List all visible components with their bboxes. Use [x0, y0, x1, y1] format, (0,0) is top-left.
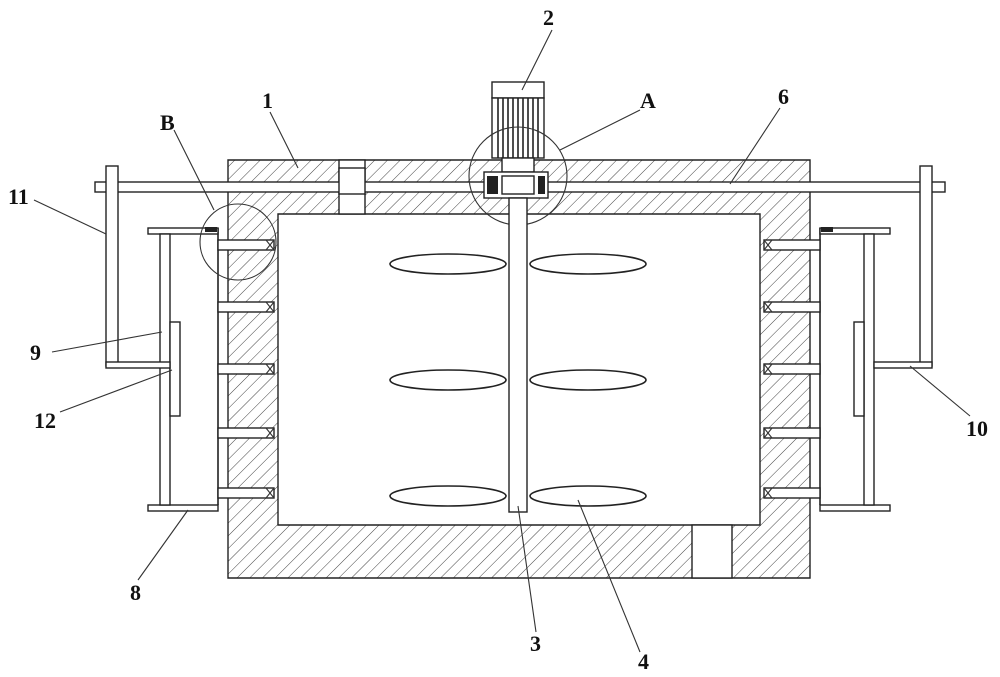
detail-circle-b: [199, 203, 277, 281]
label-b: B: [160, 110, 175, 135]
label-4: 4: [638, 649, 649, 674]
label-1: 1: [262, 88, 273, 113]
label-10: 10: [966, 416, 988, 441]
right-plate-10: [873, 361, 933, 369]
label-a: A: [640, 88, 656, 113]
label-6: 6: [778, 84, 789, 109]
motor: [483, 81, 549, 199]
right-pins: [763, 239, 821, 499]
label-11: 11: [8, 184, 29, 209]
label-2: 2: [543, 5, 554, 30]
right-block: [853, 321, 865, 417]
left-side-assembly: [105, 165, 277, 512]
right-frame: [863, 233, 875, 506]
right-arm: [919, 165, 933, 367]
label-9: 9: [30, 340, 41, 365]
left-bottom-plate-8: [147, 504, 219, 512]
part-labels: 1 2 3 4 6 8 9 10 11 12 A B: [8, 5, 988, 674]
leader-lines: [33, 29, 971, 653]
stirring-blades: [389, 253, 647, 507]
label-12: 12: [34, 408, 56, 433]
left-top-plate: [147, 227, 219, 235]
left-block-12: [169, 321, 181, 417]
label-3: 3: [530, 631, 541, 656]
left-arm-11: [105, 165, 119, 367]
left-frame-9: [159, 233, 171, 506]
bottom-outlet: [691, 524, 733, 579]
label-8: 8: [130, 580, 141, 605]
left-pins: [217, 239, 275, 499]
right-side-assembly: [763, 165, 933, 512]
stirring-shaft: [508, 197, 528, 513]
